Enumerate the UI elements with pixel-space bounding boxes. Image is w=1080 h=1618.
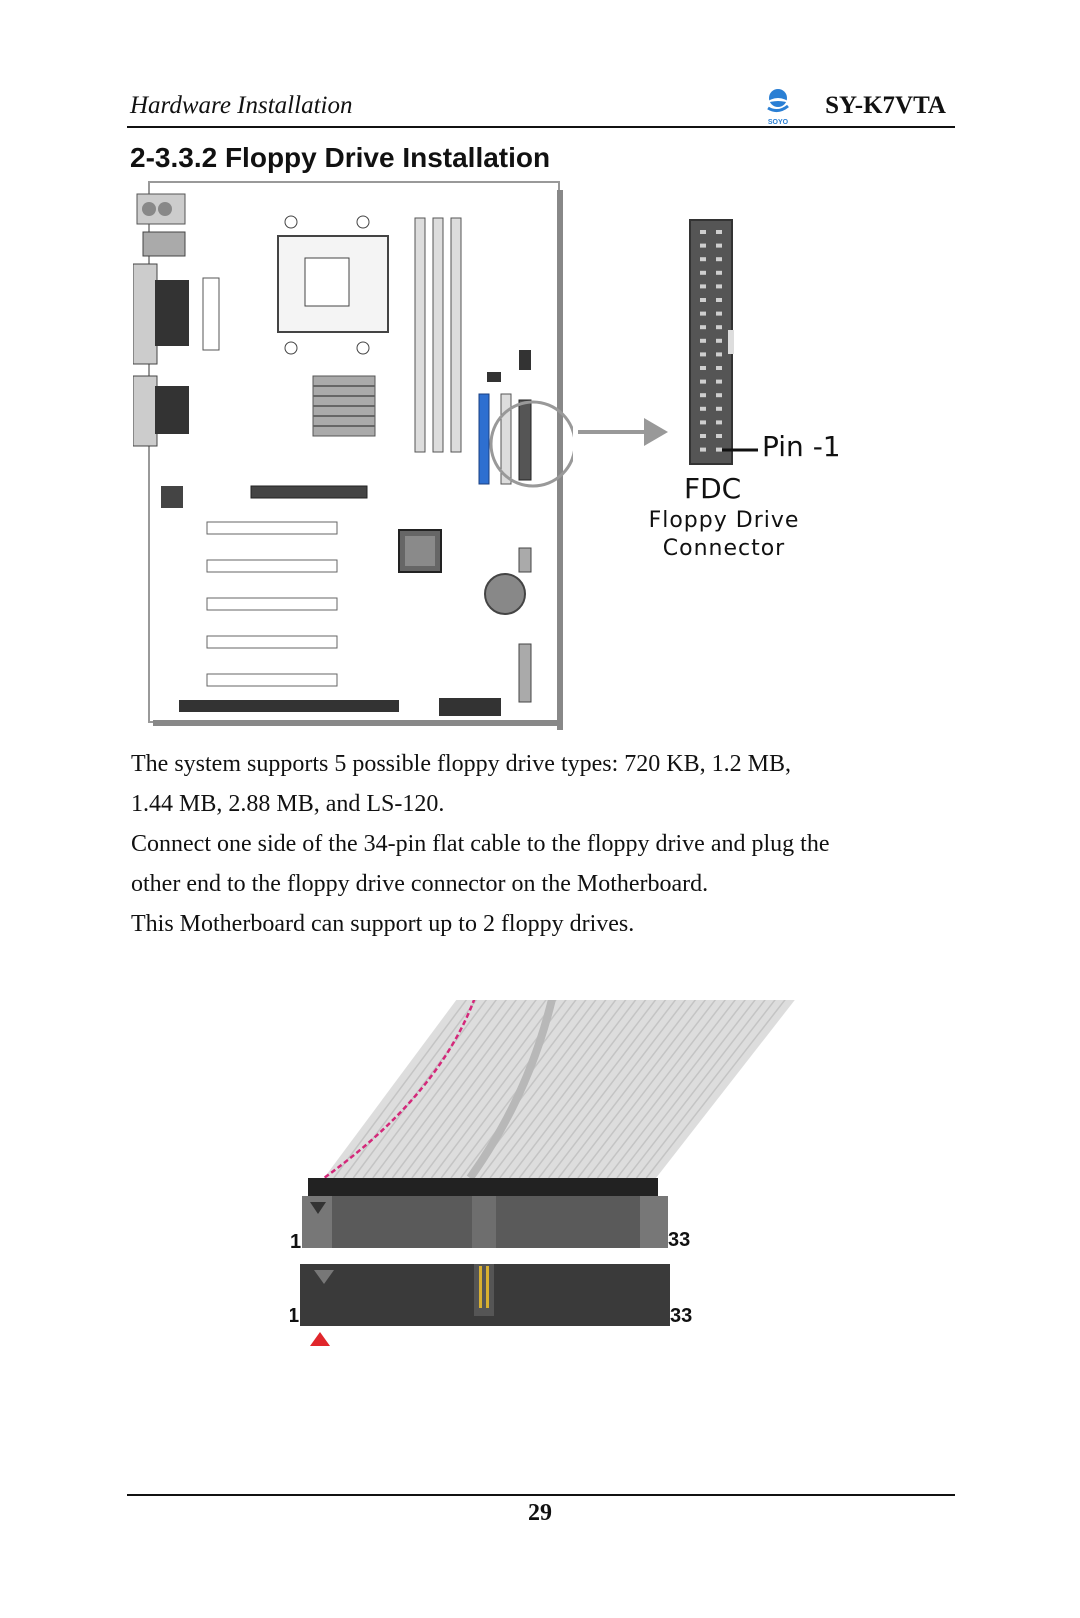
ribbon-wire <box>430 1000 567 1179</box>
fdc-pin <box>716 243 722 248</box>
fdc-pin <box>700 434 706 438</box>
ribbon-wire <box>518 1000 657 1179</box>
plug-top-strip <box>308 1178 658 1200</box>
ribbon-wire <box>528 1000 667 1179</box>
fdc-pin <box>700 311 706 316</box>
section-title: 2-3.3.2 Floppy Drive Installation <box>130 142 551 173</box>
plug-pin-1-label: 1 <box>290 1231 301 1253</box>
ribbon-wire <box>567 1000 707 1179</box>
connector-desc-line2: Connector <box>662 536 786 561</box>
ribbon-wires <box>333 1000 786 1179</box>
ribbon-wire <box>606 1000 746 1179</box>
ribbon-wire <box>635 1000 776 1179</box>
ribbon-wire <box>372 1000 507 1179</box>
header-rule <box>127 126 955 128</box>
fdc-pin <box>716 393 722 398</box>
header-pin-33-label: 33 <box>670 1305 692 1327</box>
fdc-pin <box>700 447 706 452</box>
fdc-connector-body <box>689 219 733 465</box>
pin1-marker-red-triangle <box>310 1332 330 1346</box>
ribbon-wire <box>538 1000 677 1179</box>
ribbon-wire <box>479 1000 617 1179</box>
paragraph-1-line-2: 1.44 MB, 2.88 MB, and LS-120. <box>131 791 445 817</box>
paragraph-2-line-1: Connect one side of the 34-pin flat cabl… <box>131 831 830 857</box>
fdc-pin <box>700 352 706 357</box>
ribbon-wire <box>333 1000 468 1179</box>
ribbon-wire <box>645 1000 786 1179</box>
ribbon-wire <box>499 1000 637 1179</box>
fdc-pin <box>700 393 706 398</box>
header-model: SY-K7VTA <box>825 92 946 119</box>
ribbon-wire <box>587 1000 727 1179</box>
fdc-pin <box>716 338 722 343</box>
fdc-pin <box>716 325 722 330</box>
ribbon-wire <box>616 1000 756 1179</box>
fdc-pin <box>716 420 722 425</box>
plug-pin-33-label: 33 <box>668 1229 690 1251</box>
fdc-pin <box>700 406 706 411</box>
fdc-pin <box>700 420 706 425</box>
fdc-pin <box>716 434 722 438</box>
page-number: 29 <box>528 1500 552 1526</box>
ribbon-wire <box>391 1000 527 1179</box>
fdc-pin <box>700 270 706 275</box>
pin1-stripe <box>323 1000 476 1180</box>
floppy-cable-illustration: 1 33 1 33 <box>290 1000 795 1346</box>
fdc-pin <box>700 379 706 384</box>
ribbon-wire <box>352 1000 488 1179</box>
header-pin1-triangle <box>314 1270 334 1284</box>
soyo-logo: SOYO <box>764 89 792 126</box>
ribbon-wire <box>440 1000 577 1179</box>
footer-rule <box>127 1494 955 1496</box>
fdc-pin <box>716 230 722 234</box>
ribbon-wire <box>547 1000 687 1179</box>
connector-desc-line1: Floppy Drive <box>648 508 800 533</box>
paragraph-3: This Motherboard can support up to 2 flo… <box>131 911 635 937</box>
fdc-pin <box>700 243 706 248</box>
fdc-pin <box>716 447 722 452</box>
paragraph-2-line-2: other end to the floppy drive connector … <box>131 871 709 897</box>
fdc-pin <box>716 270 722 275</box>
fdc-pin <box>716 379 722 384</box>
ribbon-wire <box>577 1000 717 1179</box>
fdc-pin <box>700 325 706 330</box>
header-section-title: Hardware Installation <box>130 92 353 119</box>
ribbon-wire <box>362 1000 498 1179</box>
logo-text: SOYO <box>768 119 789 126</box>
ribbon-wire <box>421 1000 557 1179</box>
ribbon-wire <box>489 1000 627 1179</box>
ribbon-cable <box>324 1000 795 1178</box>
ribbon-wire <box>460 1000 597 1179</box>
ribbon-wire <box>596 1000 737 1179</box>
fdc-callout <box>578 219 758 465</box>
fdc-pin-grid <box>700 230 722 452</box>
callout-arrow-head <box>644 418 668 446</box>
fdc-pin <box>700 338 706 343</box>
fdc-pin <box>716 257 722 262</box>
pin-1-label: Pin -1 <box>762 430 841 463</box>
fdc-pin <box>700 366 706 370</box>
ribbon-wire <box>626 1000 766 1179</box>
fdc-pin <box>716 311 722 316</box>
fdc-key-notch <box>728 330 734 354</box>
fdc-pin <box>700 257 706 262</box>
fdc-pin <box>700 284 706 289</box>
fdc-label: FDC <box>684 472 742 505</box>
ribbon-wire <box>508 1000 647 1179</box>
paragraph-1-line-1: The system supports 5 possible floppy dr… <box>131 751 791 777</box>
fdc-pin <box>716 284 722 289</box>
ribbon-wire <box>381 1000 517 1179</box>
plug-pin1-triangle <box>310 1202 326 1214</box>
motherboard-diagram <box>133 181 573 730</box>
ribbon-wire <box>557 1000 697 1179</box>
ribbon-wire <box>411 1000 547 1179</box>
fdc-pin <box>716 298 722 302</box>
fdc-pin <box>716 406 722 411</box>
header-pin-1-label: 1 <box>290 1305 299 1327</box>
fdc-pin <box>700 230 706 234</box>
ribbon-wire <box>401 1000 537 1179</box>
fdc-pin <box>716 366 722 370</box>
fdc-pin <box>700 298 706 302</box>
fdc-pin <box>716 352 722 357</box>
